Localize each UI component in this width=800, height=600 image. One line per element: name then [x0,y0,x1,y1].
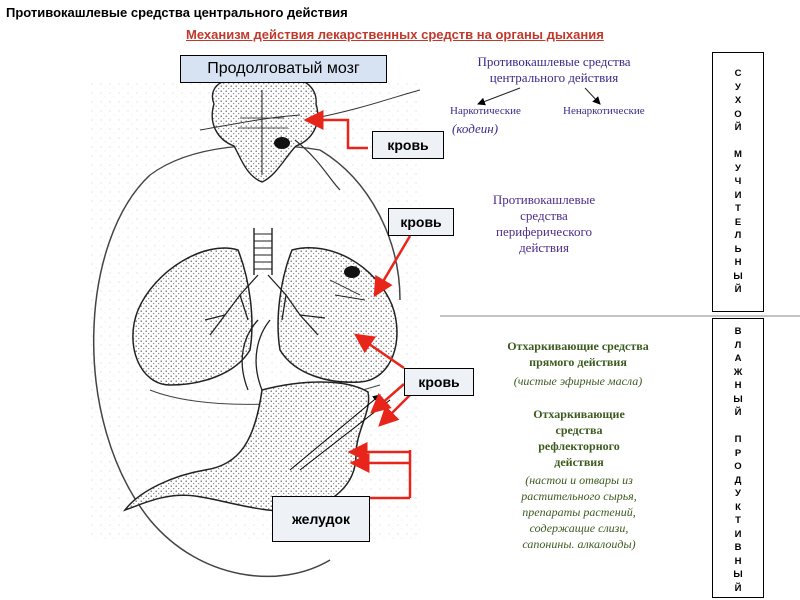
arrow-to-narcotic [477,87,521,106]
stomach-label: желудок [272,496,370,542]
non-narcotic-label: Ненаркотические [563,105,645,117]
dry-cough-letter: Т [735,203,741,214]
dry-cough-letter: М [734,149,742,160]
expectorant-reflex-note1: (настои и отвары из [525,473,633,487]
wet-cough-letter: Ы [733,393,743,405]
expectorant-reflex-note3: препараты растений, [522,505,636,519]
wet-cough-letter: Й [734,582,742,594]
bronchi [204,274,326,336]
dry-cough-letter: Л [734,230,742,241]
dry-cough-letter: Ч [734,176,742,187]
expectorant-reflex-note4: содержащие слизи, [529,521,629,535]
dry-cough-letter: У [735,162,741,174]
arrow-blood-to-lung-base [353,333,405,370]
central-heading: Противокашлевые средства центрального де… [448,54,660,86]
wet-cough-letter: Н [734,380,742,391]
dry-cough-letter: Е [734,216,742,228]
expectorant-direct-line1: Отхаркивающие средства [507,339,649,353]
medulla-label: Продолговатый мозг [180,55,387,83]
dry-cough-letter [727,135,749,149]
dry-cough-letter: Й [734,284,742,295]
dry-cough-letter: Й [734,122,742,133]
stomach-shape [122,381,370,512]
wet-cough-letter: О [734,461,742,472]
dry-cough-letter: У [735,81,741,93]
expectorant-reflex-line4: действия [554,455,604,469]
expectorant-reflex-line2: средства [555,423,603,437]
peripheral-block: Противокашлевые средства периферического… [464,192,624,256]
wet-cough-letter: К [735,501,741,513]
expectorant-direct-block: Отхаркивающие средства прямого действия … [474,338,682,389]
wet-cough-letter: В [734,542,742,553]
blood-label-2: кровь [388,208,454,236]
arrow-to-non-narcotic [584,87,601,105]
peripheral-line2: средства [520,208,568,223]
wet-cough-letter: И [734,528,742,540]
wet-cough-letter: Л [734,339,742,351]
expectorant-reflex-line1: Отхаркивающие [533,407,625,421]
narcotic-label: Наркотические [450,105,521,117]
page-subtitle: Механизм действия лекарственных средств … [186,27,604,42]
expectorant-reflex-block: Отхаркивающие средства рефлекторного дей… [486,406,672,552]
expectorant-direct-line2: прямого действия [529,355,627,369]
dry-cough-letter: С [734,68,742,79]
peripheral-line4: действия [519,240,569,255]
peripheral-line3: периферического [496,224,592,239]
expectorant-direct-note: (чистые эфирные масла) [513,374,643,388]
dry-cough-letter: Х [734,95,742,106]
wet-cough-letter: У [735,488,741,499]
wet-cough-letter: Н [734,555,742,567]
wet-cough-letter: Т [735,515,741,526]
dry-cough-letter: О [734,108,742,120]
expectorant-reflex-line3: рефлекторного [538,439,620,453]
wet-cough-letter: Ж [733,366,743,378]
wet-cough-letter: Р [734,447,742,459]
peripheral-line1: Противокашлевые [492,192,596,207]
wet-cough-letter: Ы [733,569,743,580]
dry-cough-letter: Н [734,257,742,268]
body-outline-left [92,174,331,578]
expectorant-reflex-note2: растительного сырья, [521,489,637,503]
blood-label-1: кровь [372,131,444,159]
wet-cough-letter: Д [734,474,742,486]
wet-cough-letter: В [734,326,742,337]
dry-cough-letter: Ы [733,270,743,282]
wet-cough-letter: Й [734,407,742,418]
codeine-note: (кодеин) [452,121,499,136]
blood-label-3: кровь [404,368,474,396]
left-lung [132,247,253,386]
wet-cough-letter [727,420,749,434]
arrow-blood-to-lungs [373,235,412,298]
expectorant-reflex-note5: сапонины. алкалоиды) [522,537,636,551]
wet-cough-letter: П [734,434,742,445]
central-heading-line2: центрального действия [489,70,619,85]
page-title: Противокашлевые средства центрального де… [6,5,348,20]
wet-cough-letter: А [734,353,742,364]
arrow-blood-to-brain [303,110,368,150]
central-heading-line1: Противокашлевые средства [477,54,631,69]
cough-center [274,137,290,149]
body-outline-right [319,149,401,301]
dry-cough-letter: И [734,189,742,201]
dry-cough-letter: Ь [734,243,742,255]
